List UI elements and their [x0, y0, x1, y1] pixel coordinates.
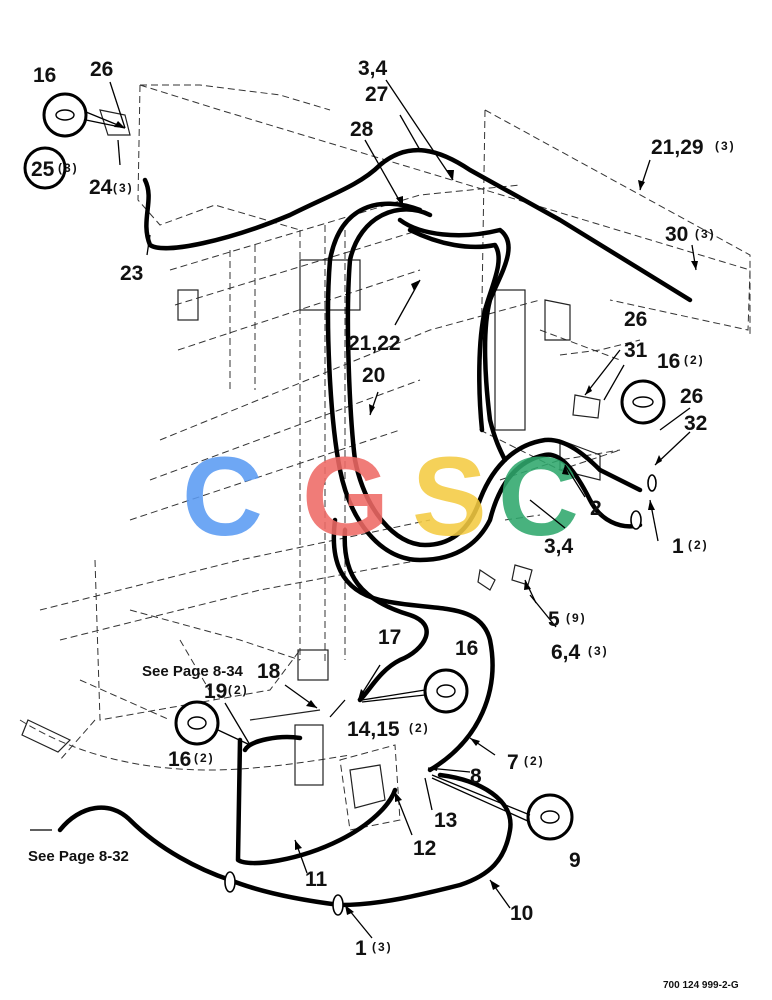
hose-loop-inner — [345, 207, 643, 548]
callout-1-bottom-qty: (3) — [372, 940, 393, 954]
callout-1-right-qty: (2) — [688, 538, 709, 552]
callout-2: 2 — [590, 497, 602, 520]
hose-loop-right-inner — [407, 227, 501, 433]
hose-11 — [235, 737, 398, 866]
hose-11-top — [242, 734, 303, 753]
callout-30: 30 — [665, 223, 688, 246]
detail-circle-16-center — [423, 668, 469, 714]
callout-19-qty: (2) — [228, 683, 249, 697]
callout-32: 32 — [684, 412, 707, 435]
callout-10: 10 — [510, 902, 533, 925]
detail-circles — [23, 92, 666, 841]
callout-16-left: 16 — [168, 748, 191, 771]
callout-6-4: 6,4 — [551, 641, 581, 664]
callout-31: 31 — [624, 339, 648, 362]
callout-25: 25 — [31, 158, 55, 181]
callout-12: 12 — [413, 837, 436, 860]
callout-16-right-qty: (2) — [684, 353, 705, 367]
callout-5: 5 — [548, 608, 560, 631]
callout-24: 24 — [89, 176, 113, 199]
hoses — [57, 148, 693, 908]
callout-14-15-qty: (2) — [409, 721, 430, 735]
detail-circle-16-top — [42, 92, 88, 138]
callout-14-15: 14,15 — [347, 718, 400, 741]
callouts: 16 26 25 (3) 24 (3) 23 3,4 27 28 21,29 (… — [28, 57, 739, 991]
callout-30-qty: (3) — [695, 227, 716, 241]
callout-16-left-qty: (2) — [194, 751, 215, 765]
hose-10 — [57, 772, 513, 908]
callout-21-29: 21,29 — [651, 136, 704, 159]
callout-26-top: 26 — [90, 58, 113, 81]
watermark-letter-g: G — [302, 434, 389, 559]
watermark-letter-s: S — [412, 434, 487, 559]
callout-21-29-qty: (3) — [715, 139, 736, 153]
callout-25-qty: (3) — [58, 161, 79, 175]
callout-16-right: 16 — [657, 350, 680, 373]
callout-5-qty: (9) — [566, 611, 587, 625]
watermark: C G S C — [182, 434, 579, 559]
callout-27: 27 — [365, 83, 388, 106]
arrowheads — [114, 121, 698, 915]
hose-7b — [342, 527, 429, 703]
callout-19: 19 — [204, 680, 227, 703]
detail-circle-25 — [23, 146, 67, 190]
callout-28: 28 — [350, 118, 374, 141]
detail-circle-16-left — [174, 700, 220, 746]
callout-1-bottom: 1 — [355, 937, 367, 960]
callout-16-center: 16 — [455, 637, 478, 660]
callout-16-top: 16 — [33, 64, 56, 87]
callout-7: 7 — [507, 751, 519, 774]
hose-23 — [142, 148, 693, 303]
detail-circle-16-right — [620, 379, 666, 425]
callout-11: 11 — [305, 868, 328, 891]
callout-18: 18 — [257, 660, 281, 683]
callout-24-qty: (3) — [113, 181, 134, 195]
watermark-letter-c1: C — [182, 434, 263, 559]
callout-3-4-top: 3,4 — [358, 57, 388, 80]
hose-clamps — [224, 474, 657, 916]
watermark-letter-c2: C — [498, 434, 579, 559]
callout-26-right: 26 — [680, 385, 703, 408]
figure-number: 700 124 999-2-G — [663, 980, 739, 991]
callout-23: 23 — [120, 262, 143, 285]
callout-6-4-qty: (3) — [588, 644, 609, 658]
callout-17: 17 — [378, 626, 401, 649]
callout-7-qty: (2) — [524, 754, 545, 768]
hose-loop-outer — [325, 201, 643, 563]
see-page-8-34-note: See Page 8-34 — [142, 663, 244, 680]
hose-loop-right — [397, 217, 511, 463]
callout-3-4-mid: 3,4 — [544, 535, 574, 558]
hose-7 — [331, 517, 495, 773]
callout-8: 8 — [470, 765, 482, 788]
callout-26-mid: 26 — [624, 308, 647, 331]
frame-structure — [19, 84, 751, 831]
callout-13: 13 — [434, 809, 457, 832]
callout-20: 20 — [362, 364, 385, 387]
callout-21-22: 21,22 — [348, 332, 401, 355]
callout-9: 9 — [569, 849, 581, 872]
detail-circle-9 — [526, 793, 574, 841]
callout-1-right: 1 — [672, 535, 684, 558]
see-page-8-32-note: See Page 8-32 — [28, 848, 129, 865]
